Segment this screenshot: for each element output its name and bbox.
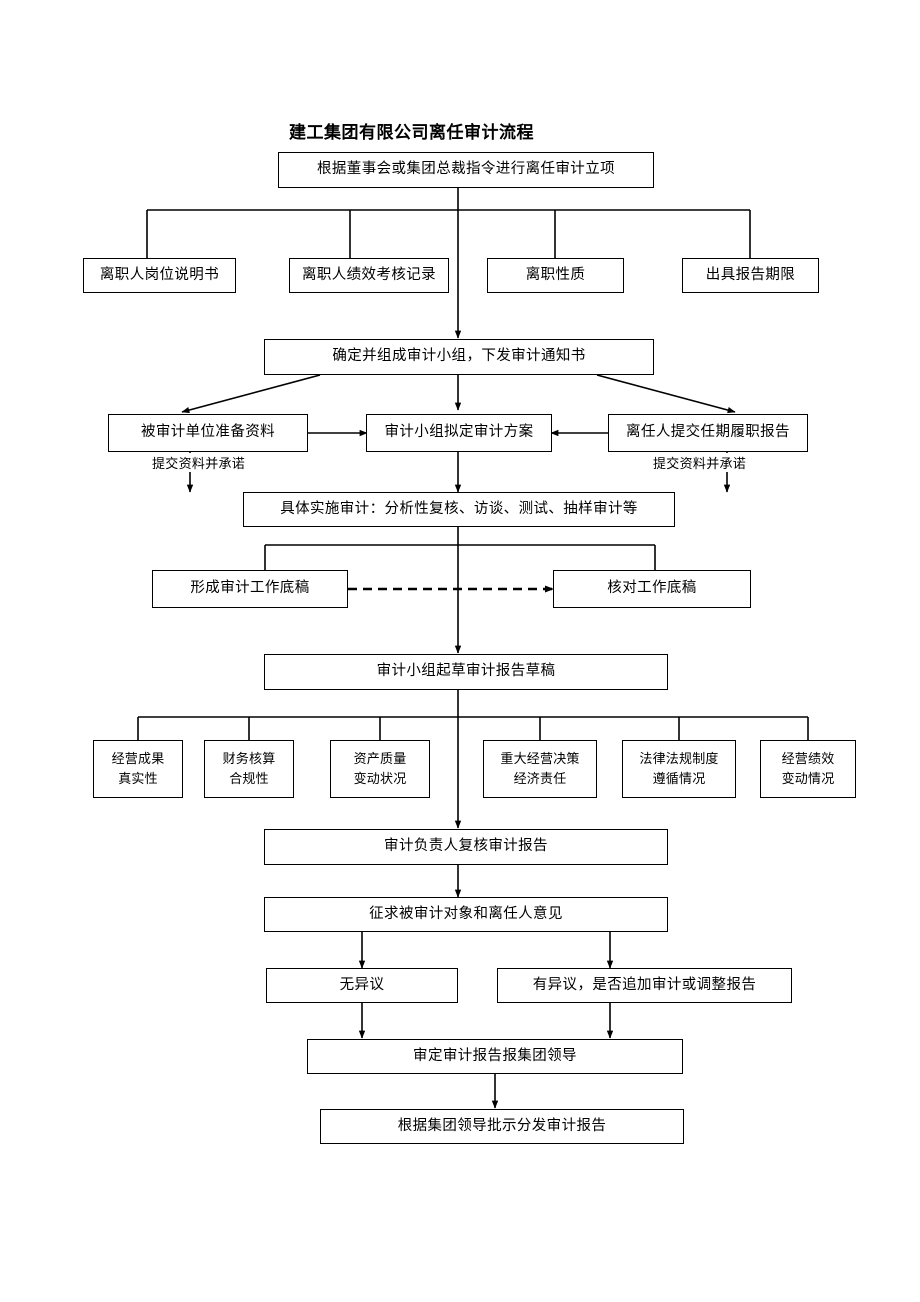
aspect-line-2: 变动状况 [353,771,407,786]
node-no-objection: 无异议 [266,968,458,1003]
aspect-line-2: 变动情况 [781,771,835,786]
node-input-job-description: 离职人岗位说明书 [83,258,236,293]
node-aspect-operating-performance: 经营绩效 变动情况 [760,740,856,798]
node-aspect-asset-quality: 资产质量 变动状况 [330,740,430,798]
node-has-objection: 有异议，是否追加审计或调整报告 [497,968,792,1003]
aspect-line-1: 重大经营决策 [500,750,580,766]
node-aspect-major-decisions: 重大经营决策 经济责任 [483,740,597,798]
node-leaver-submit-report: 离任人提交任期履职报告 [608,414,808,452]
node-form-audit-team: 确定并组成审计小组，下发审计通知书 [264,339,654,375]
connector-group [137,188,809,1109]
node-finalize-report: 审定审计报告报集团领导 [307,1039,683,1074]
node-aspect-operating-results: 经营成果 真实性 [93,740,183,798]
page-title: 建工集团有限公司离任审计流程 [289,123,534,142]
node-form-working-papers: 形成审计工作底稿 [152,570,348,608]
aspect-line-1: 经营成果 [111,750,165,766]
aspect-line-1: 经营绩效 [781,750,835,766]
node-input-departure-nature: 离职性质 [487,258,624,293]
edge-team-to-unit [181,374,321,414]
aspect-line-1: 资产质量 [353,750,407,766]
node-solicit-opinions: 征求被审计对象和离任人意见 [264,897,668,932]
node-aspect-legal-compliance: 法律法规制度 遵循情况 [622,740,736,798]
aspect-line-2: 合规性 [229,771,269,786]
node-aspect-financial-accounting: 财务核算 合规性 [204,740,294,798]
node-check-working-papers: 核对工作底稿 [553,570,751,608]
node-implement-audit: 具体实施审计：分析性复核、访谈、测试、抽样审计等 [243,492,675,527]
edge-team-to-leaver [596,374,736,414]
aspect-line-1: 法律法规制度 [639,750,719,766]
node-input-report-deadline: 出具报告期限 [682,258,819,293]
node-start: 根据董事会或集团总裁指令进行离任审计立项 [278,152,654,188]
aspect-line-2: 经济责任 [513,771,567,786]
aspect-line-2: 真实性 [118,771,158,786]
edge-label-commit-left: 提交资料并承诺 [152,453,246,472]
node-review-audit-report: 审计负责人复核审计报告 [264,829,668,865]
node-team-draft-plan: 审计小组拟定审计方案 [366,414,552,452]
node-distribute-report: 根据集团领导批示分发审计报告 [320,1109,684,1144]
node-input-performance-record: 离职人绩效考核记录 [289,258,449,293]
aspect-line-2: 遵循情况 [652,771,706,786]
aspect-line-1: 财务核算 [222,750,276,766]
edge-label-commit-right: 提交资料并承诺 [653,453,747,472]
node-draft-audit-report: 审计小组起草审计报告草稿 [264,654,668,690]
node-unit-prepare-materials: 被审计单位准备资料 [108,414,308,452]
